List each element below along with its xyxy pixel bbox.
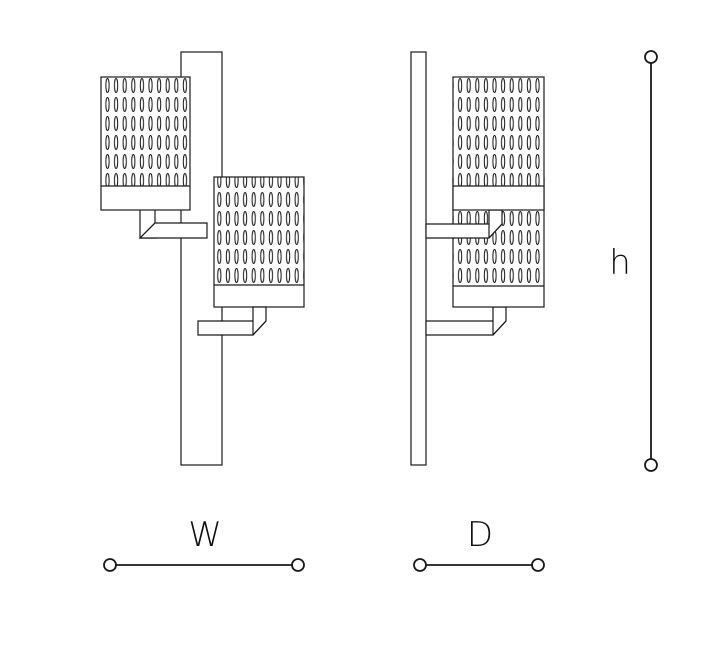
side-upper-arm <box>425 209 503 239</box>
side-backplate <box>410 51 427 466</box>
height-dimension-line <box>644 50 658 472</box>
front-lower-arm <box>197 306 267 336</box>
width-label: W <box>188 515 222 555</box>
side-upper-shade <box>452 76 545 211</box>
width-dimension-line <box>103 558 305 572</box>
front-upper-arm <box>138 210 208 239</box>
front-view <box>100 51 305 466</box>
front-upper-shade <box>100 76 191 211</box>
depth-label: D <box>466 515 494 555</box>
side-lower-arm <box>425 306 507 336</box>
front-lower-shade <box>213 176 305 308</box>
height-label: h <box>609 243 631 283</box>
side-view <box>410 51 545 466</box>
depth-dimension-line <box>413 558 545 572</box>
